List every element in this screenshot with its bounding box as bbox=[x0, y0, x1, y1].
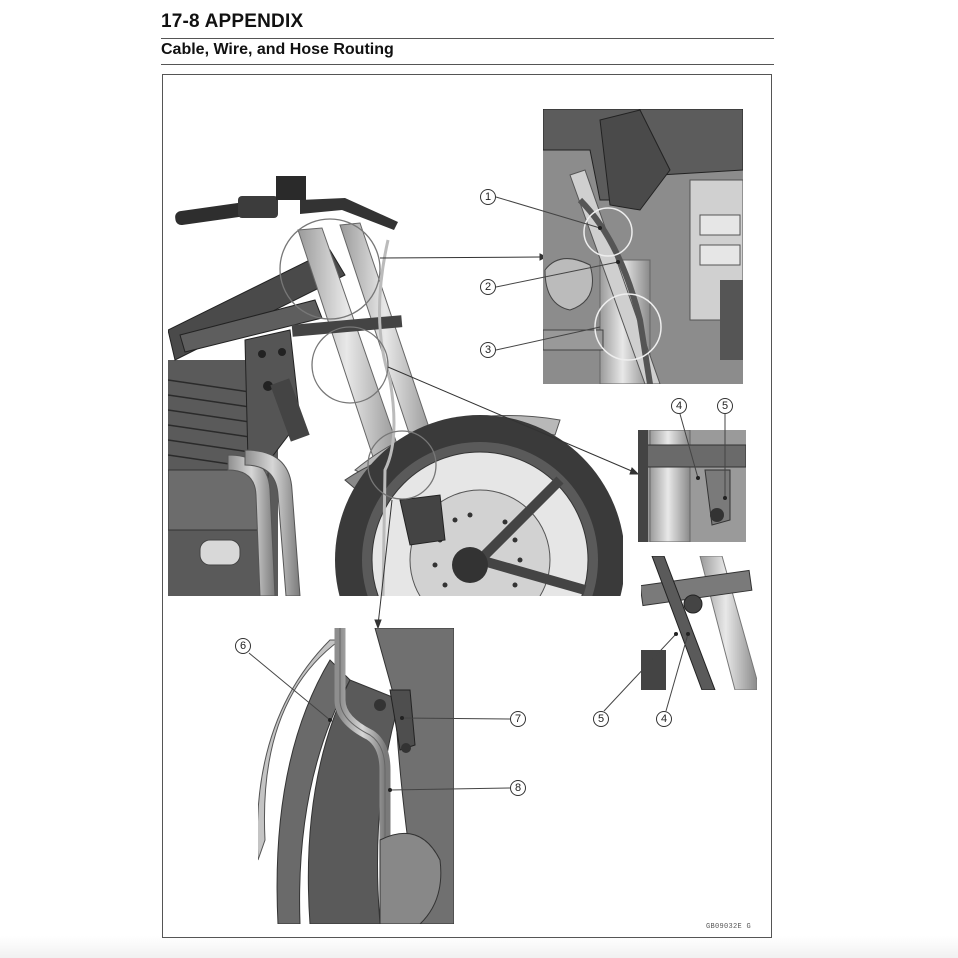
page-bottom-shade bbox=[0, 936, 958, 958]
callout-8: 8 bbox=[510, 780, 526, 796]
callout-7: 7 bbox=[510, 711, 526, 727]
main-motorcycle-view bbox=[168, 176, 623, 596]
header-rule bbox=[161, 38, 774, 39]
callout-3: 3 bbox=[480, 342, 496, 358]
callout-5-upper: 5 bbox=[717, 398, 733, 414]
figure-code: GB09032E G bbox=[706, 923, 752, 931]
callout-4-upper: 4 bbox=[671, 398, 687, 414]
callout-1: 1 bbox=[480, 189, 496, 205]
inset-fender-hose bbox=[258, 628, 454, 924]
section-title: Cable, Wire, and Hose Routing bbox=[161, 41, 394, 58]
callout-6: 6 bbox=[235, 638, 251, 654]
section-rule bbox=[161, 64, 774, 65]
page-label: 17-8 APPENDIX bbox=[161, 11, 304, 32]
callout-2: 2 bbox=[480, 279, 496, 295]
callout-4-lower: 4 bbox=[656, 711, 672, 727]
callout-5-lower: 5 bbox=[593, 711, 609, 727]
inset-steering-head bbox=[543, 109, 743, 384]
inset-fork-clamp-lower bbox=[641, 556, 757, 690]
inset-fork-clamp-upper bbox=[638, 430, 746, 542]
